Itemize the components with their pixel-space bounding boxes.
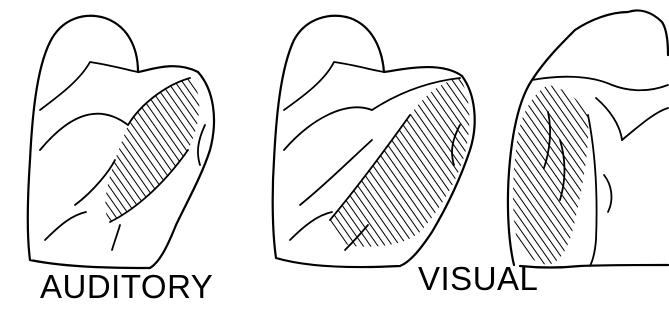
visual-fold (290, 212, 332, 240)
visual-fold (284, 62, 384, 110)
visual-medial-outline (520, 265, 668, 268)
visual-figure-medial (508, 10, 668, 267)
label-auditory: AUDITORY (40, 270, 213, 303)
auditory-fold (112, 225, 120, 250)
auditory-fold (198, 125, 205, 165)
auditory-figure (28, 16, 214, 268)
auditory-fold (40, 62, 138, 110)
visual-hatched-region (330, 78, 469, 247)
visual-medial-fold (596, 98, 622, 140)
auditory-fold (40, 114, 128, 150)
visual-medial-fold (622, 108, 668, 140)
auditory-hatched-region (105, 78, 199, 222)
label-visual: VISUAL (418, 262, 538, 295)
visual-fold (284, 107, 372, 150)
visual-medial-fold (588, 115, 597, 266)
visual-figure-lateral (273, 16, 475, 267)
visual-medial-hatched-region (513, 85, 588, 265)
visual-medial-fold (604, 175, 611, 212)
auditory-fold (45, 212, 86, 240)
